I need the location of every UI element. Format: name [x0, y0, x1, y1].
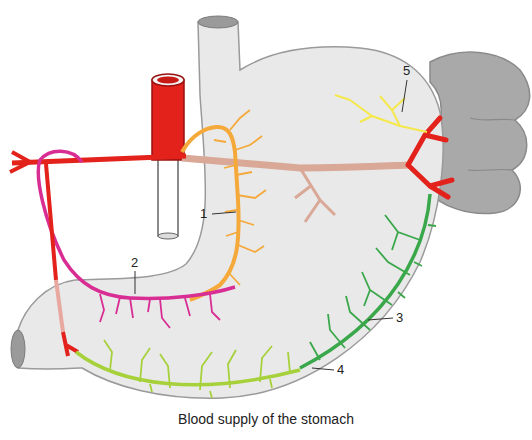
esophagus-opening: [198, 16, 238, 28]
gastroduodenal-artery: [46, 164, 56, 280]
spleen: [430, 52, 530, 213]
abdominal-aorta: [158, 150, 178, 236]
splenic-branch: [295, 168, 335, 222]
left-gastroepiploic-branch: [310, 215, 436, 360]
caption: Blood supply of the stomach: [0, 411, 532, 427]
gastroduodenal-artery-behind: [56, 280, 63, 332]
left-gastric-branch: [214, 110, 266, 285]
callout-number: 1: [200, 207, 207, 221]
right-gastroepiploic-branch: [104, 340, 290, 398]
leader-line: [212, 212, 236, 214]
spleen-lobe-line: [468, 118, 515, 171]
stomach: [18, 22, 443, 398]
right-gastric-branch: [100, 294, 220, 328]
callout-number: 5: [403, 64, 410, 78]
hepatic-branch: [10, 152, 30, 172]
duodenum-opening: [11, 330, 25, 368]
leader-line: [312, 368, 334, 370]
short-gastric-artery: [335, 95, 427, 132]
left-gastroepiploic-artery: [300, 194, 430, 368]
callout-number: 4: [337, 363, 344, 377]
callout-number: 3: [396, 311, 403, 325]
leader-line: [135, 271, 136, 294]
aorta: [152, 80, 184, 160]
aorta-opening: [152, 74, 184, 86]
leader-line: [368, 318, 393, 320]
leader-line: [402, 80, 407, 112]
callout-number: 2: [131, 256, 138, 270]
right-gastric-artery: [38, 151, 235, 298]
splenic-artery: [182, 158, 410, 168]
aorta-lumen: [157, 77, 179, 84]
aorta-end: [158, 233, 178, 239]
